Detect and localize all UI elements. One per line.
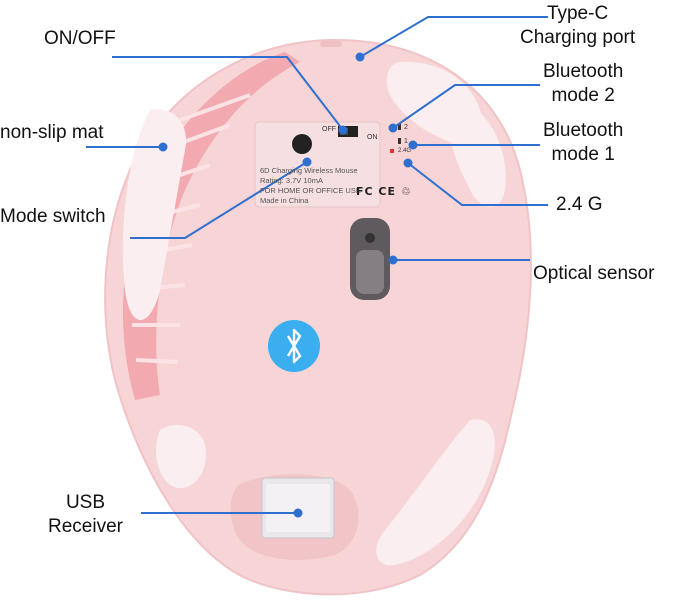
line-24g: [407, 162, 548, 206]
label-mode-switch: Mode switch: [0, 206, 106, 227]
label-bt-mode-2: Bluetooth mode 2: [543, 60, 623, 108]
indicator-label-24g: 2.4G: [398, 148, 412, 154]
callout-dots: [158, 52, 418, 518]
label-type-c-line1: Type-C: [546, 3, 609, 24]
bluetooth-icon: [286, 328, 302, 364]
label-usb-line1: USB: [65, 492, 106, 513]
mode-button[interactable]: [292, 134, 312, 154]
led-bt1: [398, 138, 401, 144]
sticker-line: FOR HOME OR OFFICE USE: [260, 186, 361, 195]
line-type-c: [359, 16, 548, 58]
info-sticker: [254, 121, 381, 208]
led-bt2: [398, 124, 401, 130]
cert-marks: FC CE ♲: [356, 185, 412, 198]
label-type-c: Type-C Charging port: [520, 2, 635, 50]
switch-off-label: OFF: [322, 126, 336, 133]
mouse-body: [104, 38, 532, 596]
label-bt2-line1: Bluetooth: [543, 61, 624, 82]
line-on-off: [112, 56, 344, 131]
sticker-line: Rating: 3.7V 10mA: [260, 176, 323, 185]
type-c-port: [320, 41, 342, 47]
pad-right: [448, 95, 506, 207]
led-24g: [390, 149, 394, 153]
pad-bottom-right: [376, 419, 495, 566]
line-mode-switch: [130, 161, 308, 239]
callout-lines: [86, 16, 548, 514]
label-usb-receiver: USB Receiver: [48, 491, 123, 539]
label-bt2-line2: mode 2: [551, 85, 615, 106]
sticker-text: 6D Charging Wireless Mouse Rating: 3.7V …: [260, 166, 361, 206]
sticker-line: 6D Charging Wireless Mouse: [260, 166, 358, 175]
label-on-off: ON/OFF: [44, 28, 116, 49]
label-bt1-line2: mode 1: [551, 144, 615, 165]
sticker-line: Made in China: [260, 196, 309, 205]
label-non-slip-mat: non-slip mat: [0, 122, 104, 143]
pad-bottom-left: [156, 425, 206, 489]
line-bt2: [392, 84, 540, 129]
indicator-label-bt1: 1: [404, 138, 408, 145]
indicator-label-bt2: 2: [404, 124, 408, 131]
label-bt1-line1: Bluetooth: [543, 120, 624, 141]
switch-on-label: ON: [367, 134, 378, 141]
pad-left: [122, 109, 186, 320]
label-24g: 2.4 G: [556, 194, 603, 215]
label-type-c-line2: Charging port: [520, 27, 636, 48]
label-bt-mode-1: Bluetooth mode 1: [543, 119, 623, 167]
label-usb-line2: Receiver: [48, 516, 123, 537]
label-optical-sensor: Optical sensor: [533, 263, 655, 284]
